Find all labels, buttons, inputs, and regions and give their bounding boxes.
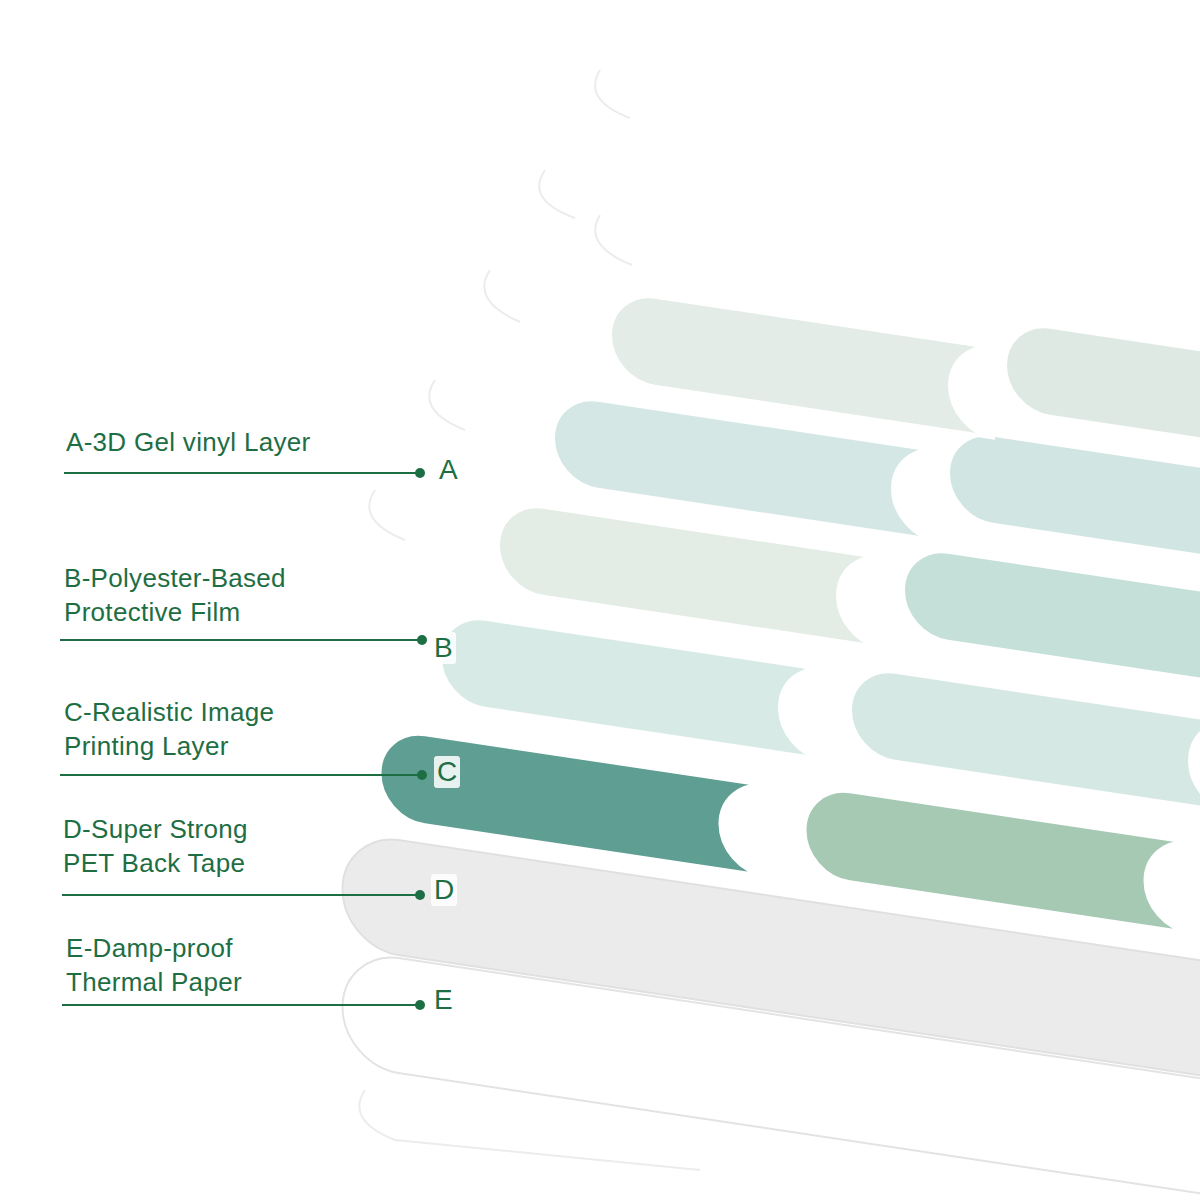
leader-dot xyxy=(417,635,427,645)
print-tile xyxy=(805,785,1190,933)
film-tile xyxy=(440,612,825,760)
callout-letter: B xyxy=(431,632,456,664)
layer-label: A-3D Gel vinyl Layer xyxy=(66,425,310,459)
layer-label: E-Damp-proof Thermal Paper xyxy=(66,931,301,999)
gel-tile xyxy=(1005,320,1200,468)
leader-line xyxy=(62,1004,420,1006)
layer-label: C-Realistic Image Printing Layer xyxy=(64,695,329,763)
outline-arc xyxy=(369,490,405,540)
leader-dot xyxy=(415,468,425,478)
leader-dot xyxy=(415,1000,425,1010)
leader-dot xyxy=(415,890,425,900)
outline-arc xyxy=(429,380,465,430)
outline-arc xyxy=(595,70,630,118)
callout-letter: A xyxy=(436,454,461,486)
gel-tile xyxy=(610,290,995,438)
print-tile xyxy=(380,728,765,876)
leader-lines xyxy=(60,473,422,1005)
callout-letter: D xyxy=(431,874,457,906)
leader-dot xyxy=(417,770,427,780)
callout-letter: E xyxy=(431,984,456,1016)
leader-line xyxy=(60,639,422,641)
leader-line xyxy=(60,774,422,776)
leader-dots xyxy=(415,468,427,1010)
layer-label: B-Polyester-Based Protective Film xyxy=(64,561,339,629)
callout-letter: C xyxy=(434,756,460,788)
gel-tile xyxy=(903,545,1200,693)
outline-arc xyxy=(484,270,520,322)
outline-arc xyxy=(539,170,575,218)
leader-line xyxy=(64,472,420,474)
leader-line xyxy=(62,894,420,896)
film-tile xyxy=(850,665,1200,813)
gel-tile xyxy=(948,428,1200,576)
layer-label: D-Super Strong PET Back Tape xyxy=(63,812,298,880)
outline-arc xyxy=(595,215,632,265)
